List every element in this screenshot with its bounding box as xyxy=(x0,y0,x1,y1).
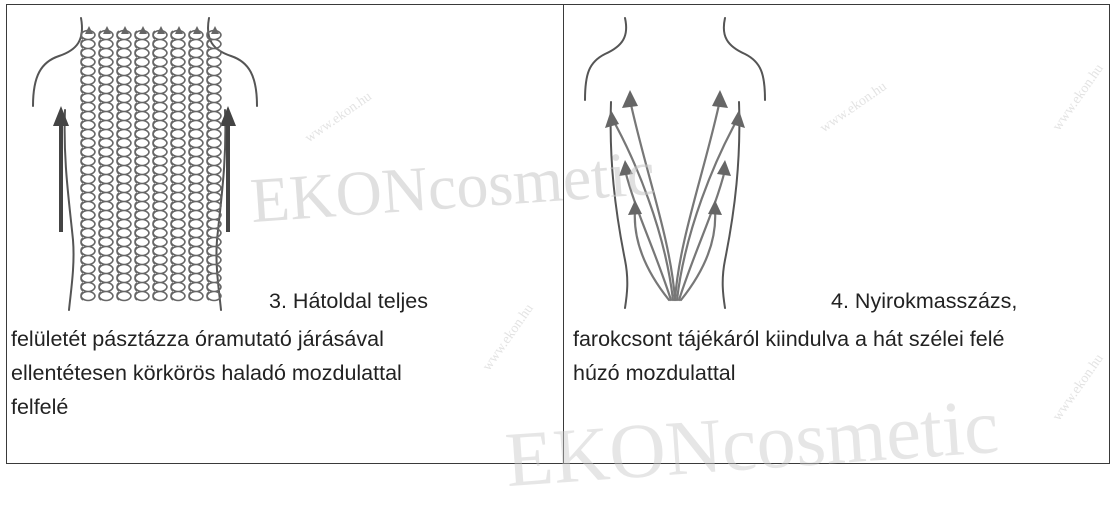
step-4-title: 4. Nyirokmasszázs, xyxy=(831,284,1017,318)
step-3-line-1: felületét pásztázza óramutató járásával xyxy=(11,322,384,356)
back-circular-massage-icon xyxy=(19,10,271,314)
step-3-line-3: felfelé xyxy=(11,390,68,424)
step-4-line-1: farokcsont tájékáról kiindulva a hát szé… xyxy=(573,322,1004,356)
back-lymph-arrows-icon xyxy=(575,10,775,310)
step-3-cell: 3. Hátoldal teljes felületét pásztázza ó… xyxy=(7,4,563,464)
column-divider xyxy=(563,4,564,464)
step-4-line-2: húzó mozdulattal xyxy=(573,356,736,390)
step-3-title: 3. Hátoldal teljes xyxy=(269,284,428,318)
step-3-line-2: ellentétesen körkörös haladó mozdulattal xyxy=(11,356,402,390)
step-4-cell: 4. Nyirokmasszázs, farokcsont tájékáról … xyxy=(565,4,1109,464)
